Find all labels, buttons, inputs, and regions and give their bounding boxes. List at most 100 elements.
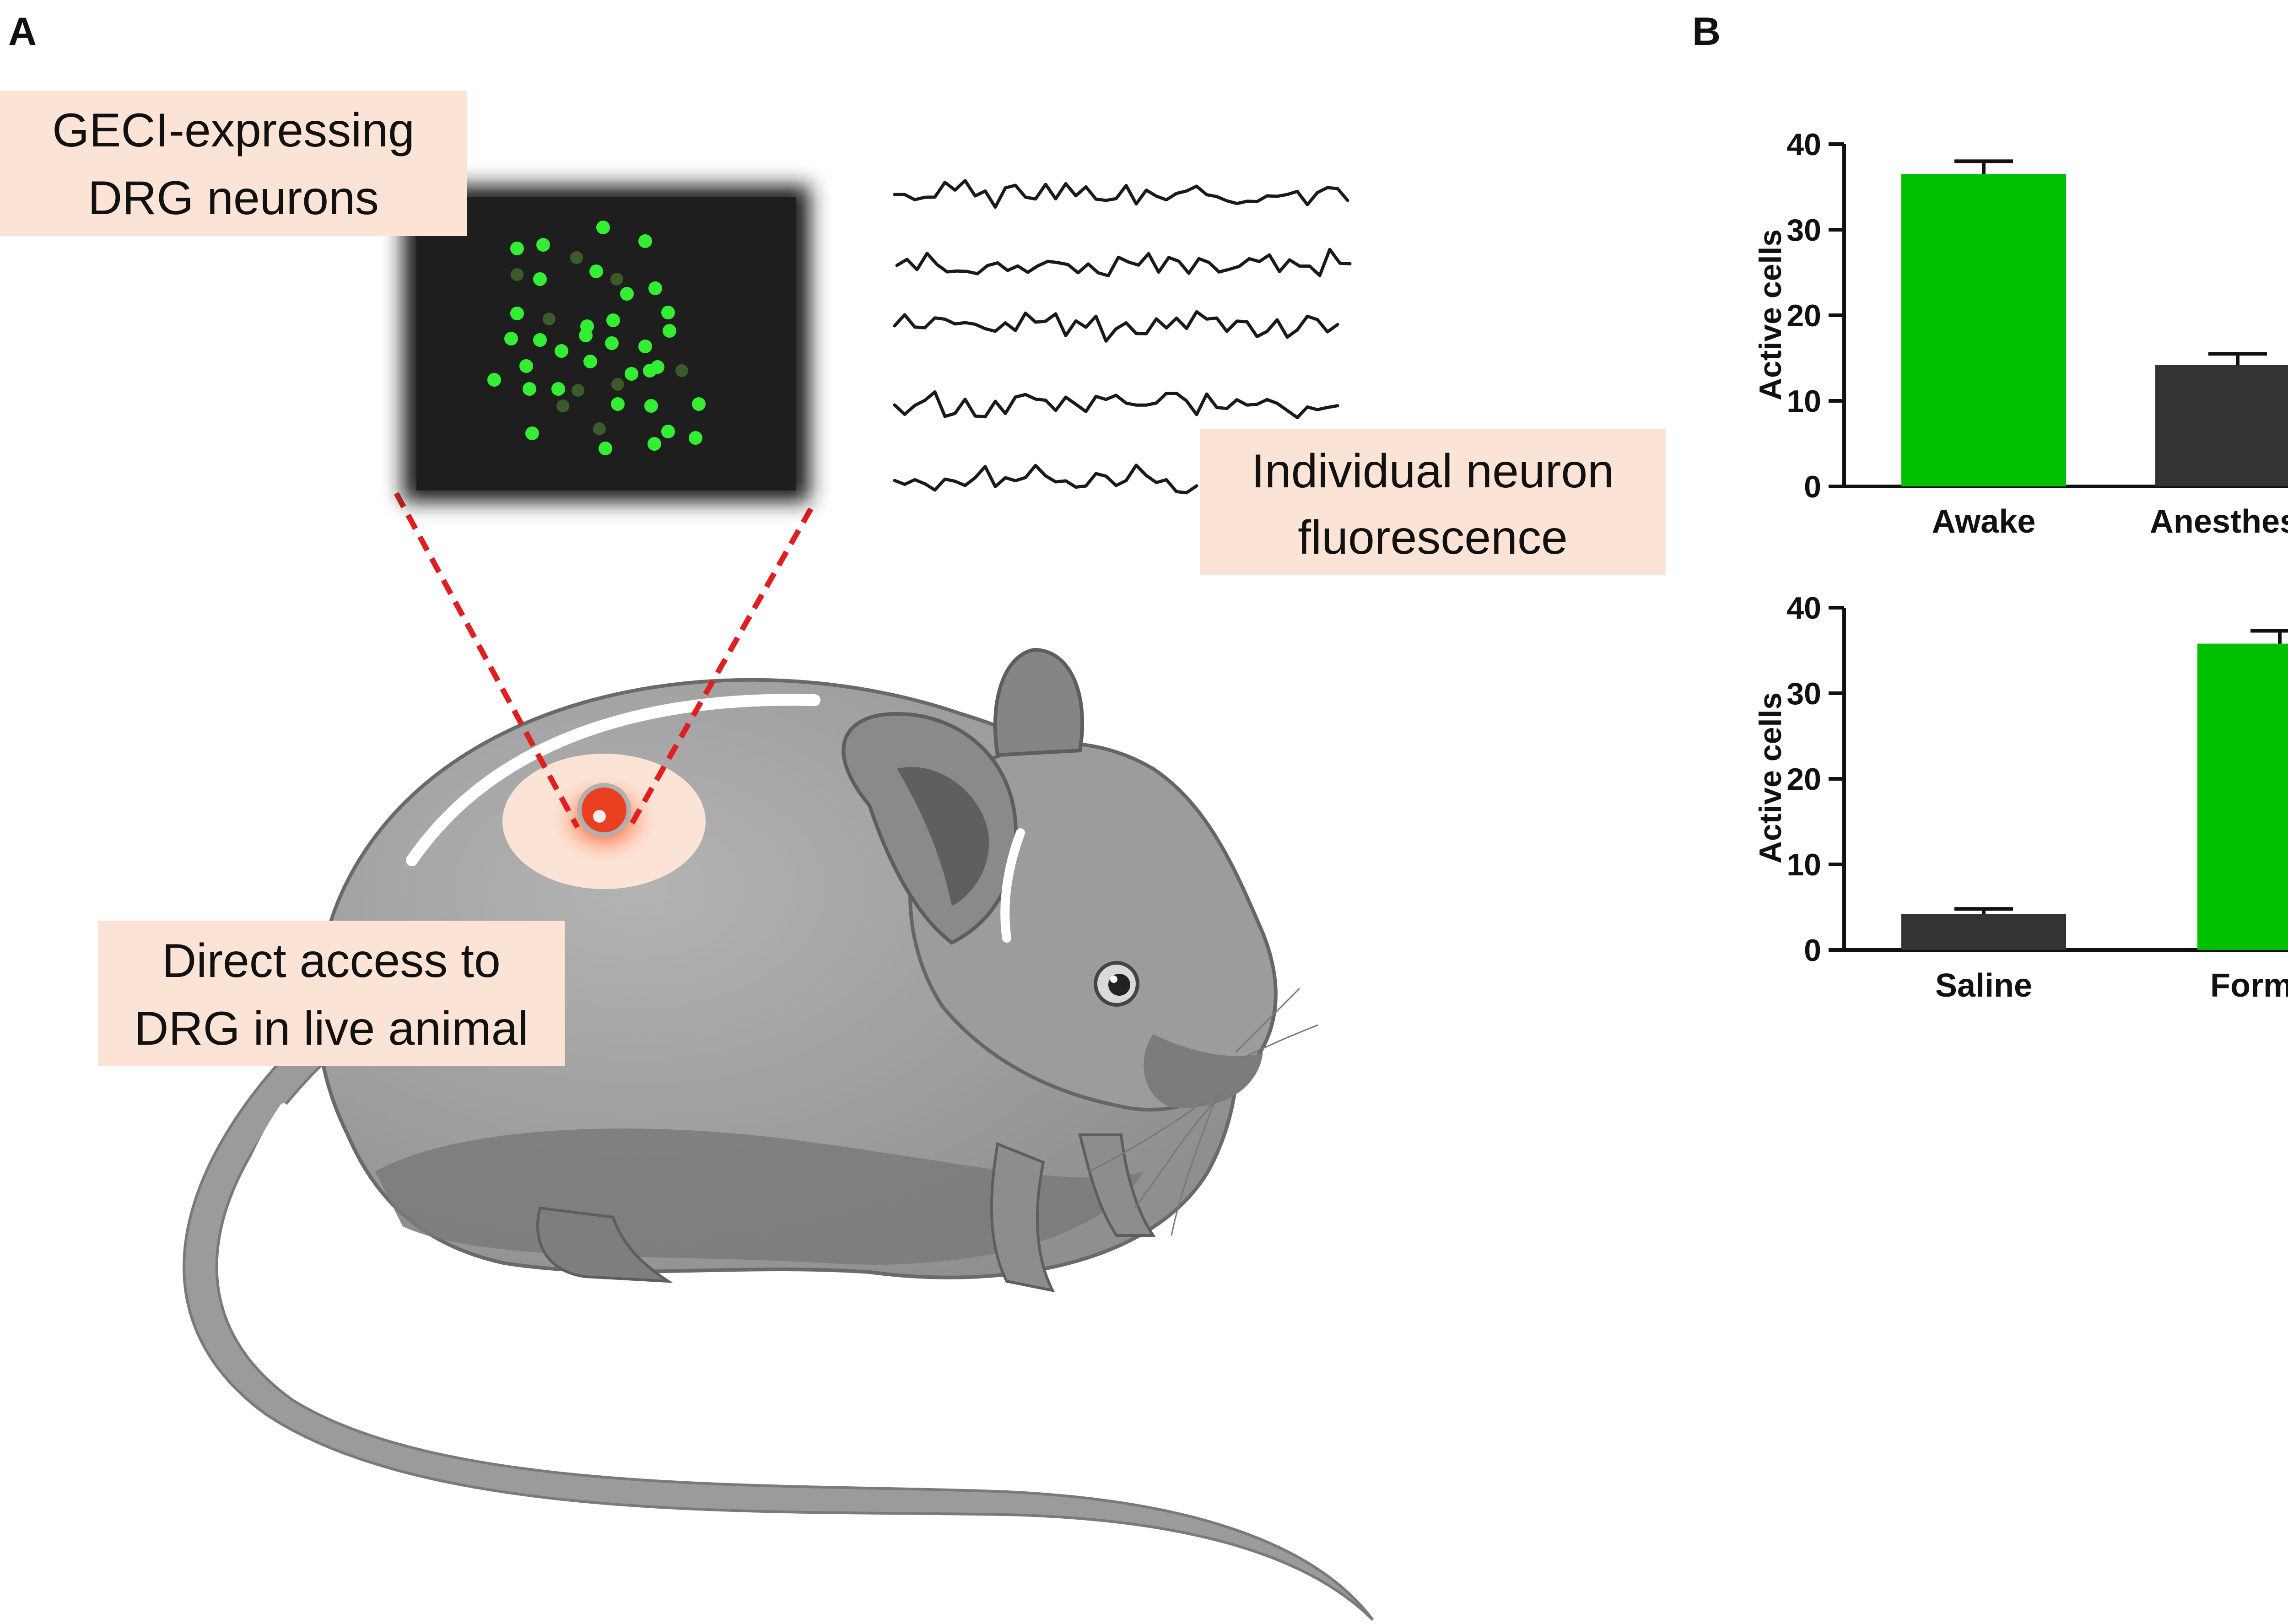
neuron-dot-inactive <box>675 364 688 377</box>
neuron-dot-active <box>625 367 638 381</box>
bar-chart-saline-formalin: Active cells 0 10 20 30 40 Saline Formalin <box>1753 591 2288 1004</box>
chart1-bar-awake <box>1901 174 2066 486</box>
callout-access: Direct access to DRG in live animal <box>98 921 565 1066</box>
callout-geci: GECI-expressing DRG neurons <box>0 91 467 236</box>
neuron-dot-active <box>661 425 675 438</box>
neuron-dot-active <box>648 437 661 451</box>
neuron-dot-active <box>638 234 652 248</box>
panel-label-a: A <box>8 10 37 54</box>
neuron-dot-active <box>643 364 657 378</box>
fluorescence-trace <box>893 390 1339 420</box>
chart2-ytick-label: 40 <box>1786 591 1821 626</box>
neuron-dot-active <box>487 373 501 387</box>
fluorescence-trace <box>893 464 1198 495</box>
chart1-ytick-label: 40 <box>1786 127 1821 162</box>
mouse-front-leg <box>990 1142 1055 1293</box>
neuron-dot-active <box>620 287 634 301</box>
neuron-dot-active <box>510 307 524 320</box>
chart2-xtick-saline: Saline <box>1935 967 2032 1004</box>
chart1-ytick-label: 0 <box>1804 469 1821 504</box>
chart1-xtick-anesthesia: Anesthesia <box>2150 503 2288 540</box>
chart1-ytick-label: 20 <box>1786 298 1821 333</box>
chart2-ytick-label: 30 <box>1786 676 1821 711</box>
neuron-dot-active <box>689 431 702 445</box>
neuron-dot-active <box>551 382 565 396</box>
mouse-snout <box>1144 1034 1263 1108</box>
neuron-dot-active <box>525 426 539 440</box>
callout-geci-line1: GECI-expressing <box>52 104 415 157</box>
neuron-dot-active <box>510 242 524 255</box>
mouse-illustration <box>183 647 1374 1621</box>
neuron-dot-active <box>606 313 620 327</box>
neuron-dot-inactive <box>572 384 584 397</box>
neuron-dot-inactive <box>611 378 624 391</box>
mouse-ear-highlight <box>1000 828 1025 943</box>
neuron-dot-inactive <box>543 313 556 325</box>
callout-fluorescence: Individual neuron fluorescence <box>1200 429 1666 575</box>
mouse-eye-glint <box>1110 976 1117 983</box>
neuron-dot-active <box>533 272 547 286</box>
neuron-dot-active <box>638 340 652 353</box>
neuron-dot-active <box>648 281 662 295</box>
neuron-dot-inactive <box>610 273 623 286</box>
neuron-dot-inactive <box>593 422 606 435</box>
panel-label-b: B <box>1692 10 1721 54</box>
chart2-ylabel: Active cells <box>1753 692 1788 863</box>
mouse-ear-inner <box>897 767 989 906</box>
callout-fluorescence-line2: fluorescence <box>1298 511 1568 564</box>
callout-access-line2: DRG in live animal <box>134 1002 528 1055</box>
neuron-dot-active <box>579 329 593 342</box>
neuron-dot-active <box>583 355 597 368</box>
neuron-dot-active <box>605 336 619 350</box>
chart1-xtick-awake: Awake <box>1932 503 2036 540</box>
chart2-bar-formalin <box>2197 643 2288 950</box>
mouse-ear-back <box>993 647 1085 757</box>
mouse-tail-highlight <box>232 1103 324 1381</box>
neuron-dot-active <box>596 221 610 234</box>
neuron-dot-active <box>555 344 568 358</box>
callout-access-line1: Direct access to <box>162 934 501 987</box>
neuron-dot-active <box>644 399 658 413</box>
chart2-xtick-formalin: Formalin <box>2210 967 2288 1004</box>
neuron-dot-active <box>533 333 547 347</box>
fluorescence-trace <box>895 248 1352 277</box>
neuron-dot-active <box>611 397 625 411</box>
callout-geci-line2: DRG neurons <box>88 172 379 225</box>
chart2-bar-saline <box>1901 914 2066 950</box>
neuron-dot-active <box>504 332 518 345</box>
neuron-dot-active <box>692 397 706 411</box>
neuron-dot-inactive <box>511 268 523 281</box>
chart2-y-axis: 0 10 20 30 40 <box>1786 591 1846 968</box>
chart2-ytick-label: 0 <box>1804 933 1821 968</box>
neuron-dot-active <box>519 359 533 373</box>
chart2-ytick-label: 20 <box>1786 762 1821 797</box>
fluorescence-trace <box>893 179 1349 209</box>
callout-fluorescence-line1: Individual neuron <box>1252 445 1614 498</box>
neuron-dot-active <box>523 382 536 396</box>
neuron-dot-active <box>661 306 675 319</box>
neuron-dot-inactive <box>556 399 569 412</box>
neuron-dot-active <box>536 238 550 252</box>
chart1-ylabel: Active cells <box>1753 229 1788 400</box>
imaging-field <box>403 185 810 502</box>
zoom-line-left <box>394 492 580 829</box>
zoom-line-right <box>627 507 814 829</box>
neuron-dot-active <box>599 442 612 455</box>
chart1-bar-anesthesia <box>2155 365 2288 486</box>
neuron-dot-inactive <box>570 251 583 264</box>
fluorescence-trace <box>893 310 1339 343</box>
chart1-ytick-label: 30 <box>1786 213 1821 248</box>
neuron-dots <box>487 221 706 455</box>
chart2-ytick-label: 10 <box>1786 847 1821 882</box>
mouse-hind-leg <box>536 1206 673 1283</box>
drg-site-glint <box>593 810 606 823</box>
neuron-dot-active <box>589 264 603 278</box>
mouse-whiskers <box>1089 987 1318 1236</box>
neuron-dot-active <box>663 324 676 338</box>
fluorescence-traces <box>893 179 1352 495</box>
drg-site-window <box>577 783 631 837</box>
mouse-back-highlight <box>406 694 820 866</box>
